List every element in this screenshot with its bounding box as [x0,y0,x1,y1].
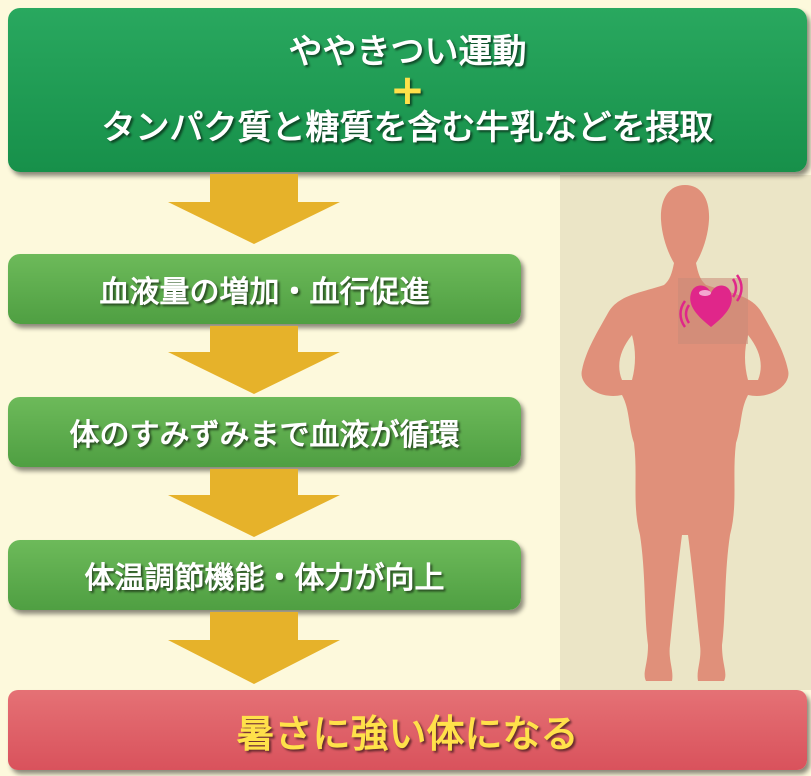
down-arrow-2 [168,326,340,394]
top-box: ややきつい運動 + タンパク質と糖質を含む牛乳などを摂取 [8,8,807,172]
step-label: 血液量の増加・血行促進 [99,275,430,310]
figure-panel [560,175,811,690]
heartbeat-lines-icon [731,274,743,302]
step-label: 体のすみずみまで血液が循環 [69,418,460,453]
step-thermoregulation: 体温調節機能・体力が向上 [8,540,521,610]
step-blood-circulation: 体のすみずみまで血液が循環 [8,397,521,467]
heart-icon [690,285,732,327]
human-body-figure [581,185,789,681]
down-arrow-4 [168,612,340,684]
down-arrow-3 [168,469,340,537]
plus-sign: + [389,65,426,114]
result-box: 暑さに強い体になる [8,690,807,770]
top-line-milk: タンパク質と糖質を含む牛乳などを摂取 [101,108,714,148]
step-blood-volume: 血液量の増加・血行促進 [8,254,521,324]
down-arrow-1 [168,174,340,244]
step-label: 体温調節機能・体力が向上 [84,561,445,596]
result-label: 暑さに強い体になる [236,711,579,756]
top-line-exercise: ややきつい運動 [288,32,527,72]
body-silhouette [581,185,789,681]
